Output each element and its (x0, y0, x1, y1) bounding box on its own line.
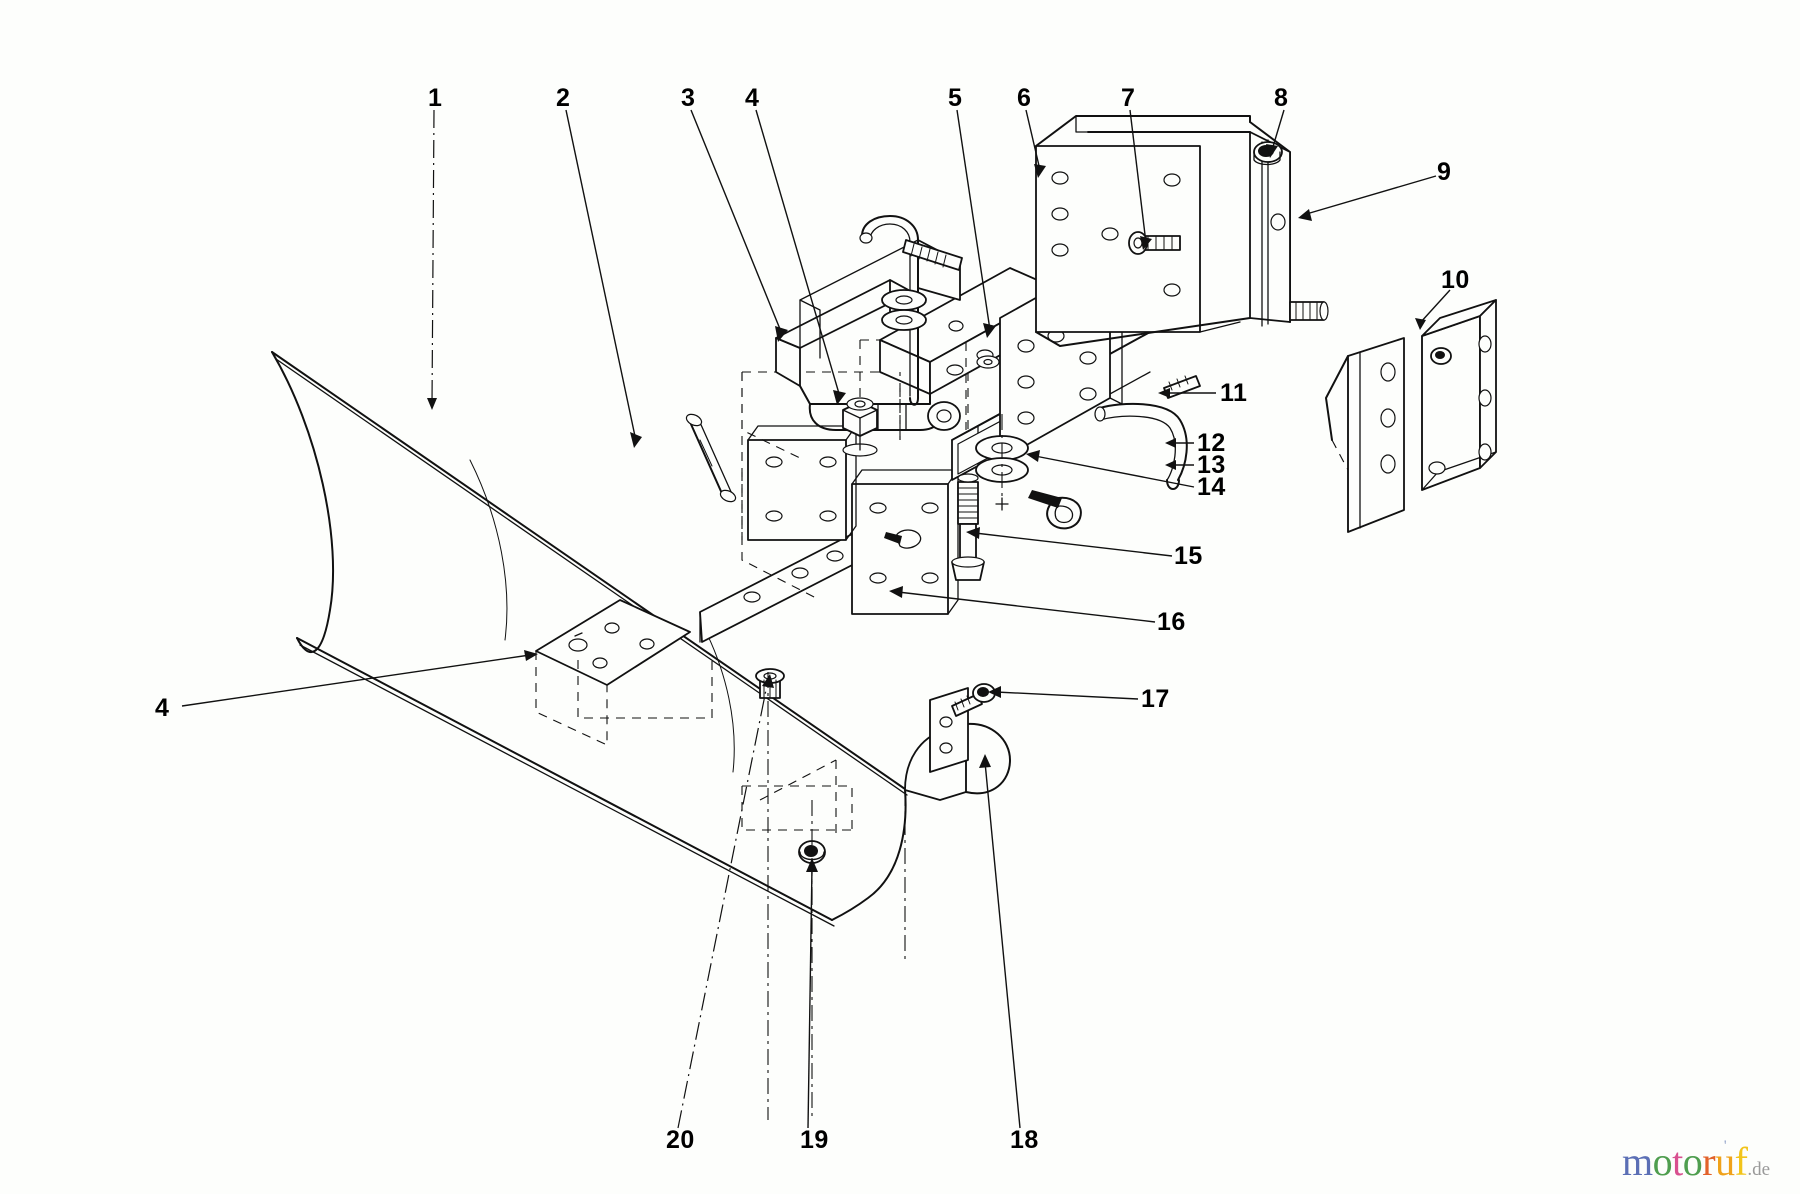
callout-2: 2 (556, 84, 571, 112)
callout-19: 19 (800, 1126, 829, 1154)
right-angle-bracket-10 (1421, 299, 1497, 491)
hex-nut-and-washer (842, 397, 878, 457)
callout-4: 4 (745, 84, 760, 112)
callout-12: 12 (1197, 429, 1226, 457)
hidden-construction-lines (741, 672, 906, 1120)
hair-pin-clip (1028, 490, 1082, 530)
callout-13: 13 (1197, 451, 1226, 479)
watermark-dot: ' (1723, 1138, 1727, 1154)
callout-16: 16 (1157, 608, 1186, 636)
watermark-letter-r: r (1702, 1139, 1716, 1184)
watermark-letter-m: m (1622, 1139, 1653, 1184)
callout-6: 6 (1017, 84, 1032, 112)
callout-10: 10 (1441, 266, 1470, 294)
blade-mount-plates (535, 339, 969, 746)
callout-18: 18 (1010, 1126, 1039, 1154)
carriage-bolt-long (951, 473, 985, 581)
callout-1: 1 (428, 84, 443, 112)
callout-17: 17 (1141, 685, 1170, 713)
callout-5: 5 (948, 84, 963, 112)
leader-lines (181, 109, 1451, 1129)
callout-7: 7 (1121, 84, 1136, 112)
callout-14: 14 (1197, 473, 1226, 501)
skid-shoe (904, 683, 1011, 801)
callout-9: 9 (1437, 158, 1452, 186)
pivot-rod (685, 413, 737, 503)
callout-20: 20 (666, 1126, 695, 1154)
watermark-letter-u: u (1715, 1139, 1735, 1184)
blade-bolt-19 (798, 800, 826, 900)
callout-3: 3 (681, 84, 696, 112)
rear-support-plate (1325, 337, 1405, 533)
callout-4-left: 4 (155, 694, 170, 722)
main-bracket-plate (1035, 115, 1329, 347)
callout-15: 15 (1174, 542, 1203, 570)
watermark-tld: .de (1747, 1159, 1771, 1180)
callout-8: 8 (1274, 84, 1289, 112)
washer-stack-lower (975, 414, 1029, 511)
watermark-letter-o2: o (1682, 1139, 1703, 1184)
callout-11: 11 (1220, 379, 1248, 407)
watermark-letter-o1: o (1652, 1139, 1673, 1184)
motoruf-watermark: ' motoruf.de (1622, 1138, 1771, 1184)
watermark-letter-f: f (1734, 1139, 1748, 1184)
watermark-letter-t: t (1672, 1139, 1683, 1184)
